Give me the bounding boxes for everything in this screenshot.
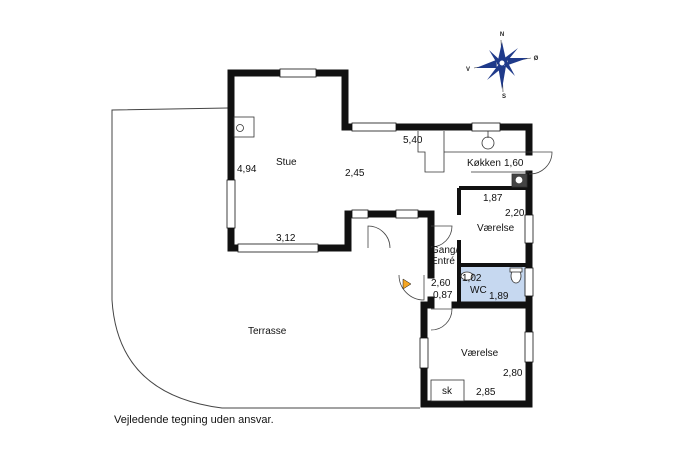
dim-1-89: 1,89: [489, 291, 509, 302]
dim-2-60: 2,60: [431, 278, 451, 289]
room-labels: Stue Køkken Værelse Gang/ Entré WC Værel…: [248, 157, 515, 397]
closet-box: [430, 379, 465, 402]
room-wc: WC: [470, 285, 487, 296]
room-terrasse: Terrasse: [248, 326, 287, 337]
room-sk: sk: [442, 386, 453, 397]
windows: [226, 68, 534, 369]
compass-west: V: [466, 67, 470, 73]
dim-2-20: 2,20: [505, 208, 525, 219]
dim-1-87: 1,87: [483, 193, 503, 204]
dim-1-60: 1,60: [504, 158, 524, 169]
doors: [367, 151, 553, 331]
dim-2-45: 2,45: [345, 168, 365, 179]
dim-5-40: 5,40: [403, 135, 423, 146]
terrace-outline: [111, 107, 420, 409]
dim-4-94: 4,94: [237, 164, 257, 175]
dim-1-02: 1,02: [462, 273, 482, 284]
room-gang-line2: Entré: [431, 256, 455, 267]
fixtures: [233, 116, 529, 402]
kitchen-sink-icon: [481, 136, 495, 150]
compass-south: S: [502, 94, 506, 100]
dim-3-12: 3,12: [276, 233, 296, 244]
stove-icon: [233, 116, 255, 138]
dim-2-85: 2,85: [476, 387, 496, 398]
dimension-labels: 5,40 4,94 2,45 3,12 1,60 1,87 2,20 2,60 …: [237, 135, 525, 398]
room-kokken: Køkken: [467, 158, 501, 169]
interior-walls: [457, 186, 529, 303]
compass-rose-icon: N S V Ø: [466, 32, 539, 100]
dim-0-87: 0,87: [433, 290, 453, 301]
disclaimer-caption: Vejledende tegning uden ansvar.: [114, 414, 274, 426]
dim-2-80: 2,80: [503, 368, 523, 379]
room-vaerelse-upper: Værelse: [477, 223, 515, 234]
room-stue: Stue: [276, 157, 297, 168]
entry-arrow-icon: [402, 278, 412, 290]
compass-east: Ø: [534, 56, 539, 62]
compass-north: N: [500, 32, 504, 38]
room-vaerelse-lower: Værelse: [461, 348, 499, 359]
room-gang-line1: Gang/: [431, 245, 458, 256]
